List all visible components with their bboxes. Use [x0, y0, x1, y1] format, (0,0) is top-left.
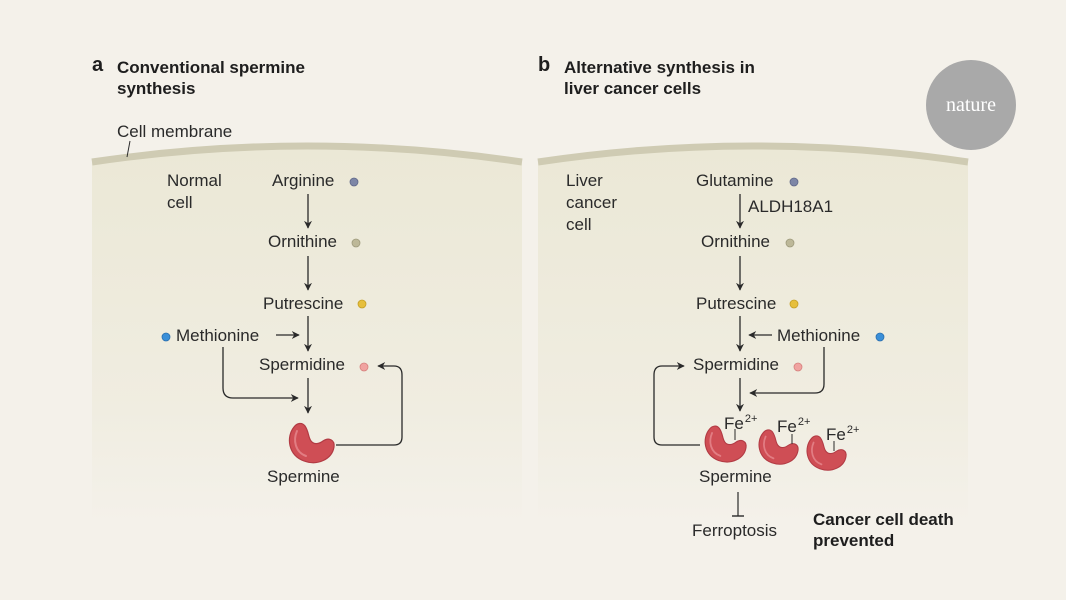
methionine-dot: [161, 332, 171, 342]
spermidine-dot: [359, 362, 369, 372]
methionine-label: Methionine: [176, 326, 260, 345]
putrescine-label-b: Putrescine: [696, 294, 777, 313]
glutamine-dot: [789, 177, 799, 187]
spermine-label-b: Spermine: [699, 467, 772, 486]
panel-a-letter: a: [92, 54, 104, 76]
ornithine-dot: [351, 238, 361, 248]
spermine-label: Spermine: [267, 467, 340, 486]
spermidine-label: Spermidine: [259, 355, 345, 374]
cell-membrane-a: [91, 142, 523, 166]
normal-cell-interior: [92, 146, 522, 525]
methionine-label-b: Methionine: [777, 326, 861, 345]
spermidine-dot-b: [793, 362, 803, 372]
cell-membrane-label: Cell membrane: [117, 122, 233, 141]
iron-label-1: Fe2+: [724, 413, 758, 433]
panel-a-title: Conventional spermine synthesis: [117, 58, 305, 98]
iron-label-3: Fe2+: [826, 424, 860, 444]
cell-membrane-b: [537, 142, 969, 166]
glutamine-label: Glutamine: [696, 171, 774, 190]
arrow-methionine-to-spermine: [222, 347, 299, 402]
membrane-leader-line: [126, 140, 131, 158]
arrow-spermine-feedback: [336, 362, 403, 446]
enzyme-label: ALDH18A1: [748, 197, 834, 216]
normal-cell-label: Normal cell: [167, 171, 222, 212]
putrescine-dot-b: [789, 299, 799, 309]
panel-b-letter: b: [538, 54, 551, 76]
ornithine-label-b: Ornithine: [701, 232, 770, 251]
putrescine-label: Putrescine: [263, 294, 344, 313]
arginine-label: Arginine: [272, 171, 335, 190]
methionine-dot-b: [875, 332, 885, 342]
ornithine-dot-b: [785, 238, 795, 248]
nature-logo: nature: [926, 60, 1016, 150]
outcome-label: Cancer cell death prevented: [813, 510, 954, 550]
arrow-methionine-to-spermine-b: [749, 347, 825, 397]
arrow-spermine-feedback-b: [653, 362, 700, 446]
putrescine-dot: [357, 299, 367, 309]
iron-label-2: Fe2+: [777, 416, 811, 436]
panel-b-title: Alternative synthesis in liver cancer ce…: [564, 58, 755, 98]
ferroptosis-label: Ferroptosis: [692, 521, 778, 540]
arginine-dot: [349, 177, 359, 187]
liver-cancer-cell-label: Liver cancer cell: [566, 171, 618, 234]
spermidine-label-b: Spermidine: [693, 355, 779, 374]
ornithine-label: Ornithine: [268, 232, 337, 251]
